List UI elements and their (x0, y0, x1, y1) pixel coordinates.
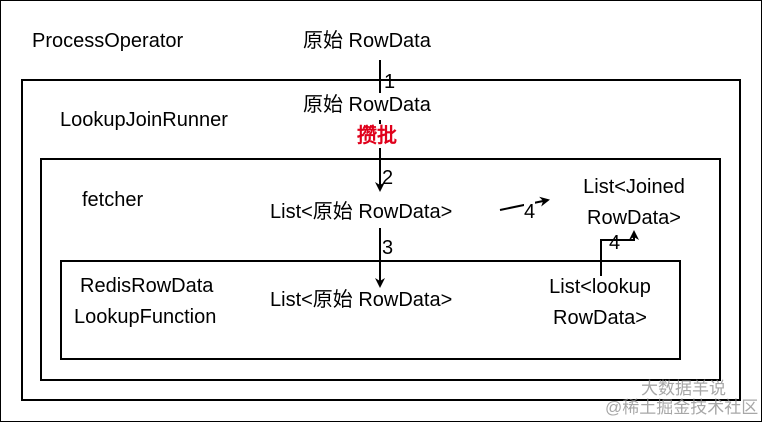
watermark-line1: 大数据羊说 (641, 379, 726, 398)
lookup-function-label-line2: LookupFunction (74, 306, 217, 328)
joined-list-label-line2: RowData> (587, 207, 681, 229)
step-4-function-label: 4 (609, 232, 621, 254)
step-4-fetcher-label: 4 (524, 200, 536, 224)
fetcher-list-label: List<原始 RowData> (270, 200, 453, 224)
top-input-label: 原始 RowData (303, 29, 431, 53)
lookup-list-label-line2: RowData> (553, 307, 647, 329)
step-2-label: 2 (382, 167, 394, 189)
joined-list-label-line1: List<Joined (583, 176, 685, 198)
lookup-function-box (60, 260, 681, 360)
process-operator-label: ProcessOperator (32, 30, 184, 52)
batch-label: 攒批 (357, 124, 397, 148)
watermark-line2: @稀土掘金技术社区 (605, 398, 759, 417)
fetcher-label: fetcher (82, 189, 144, 211)
step-1-label: 1 (384, 71, 396, 93)
lookup-list-label-line1: List<lookup (549, 276, 651, 298)
step-3-label: 3 (382, 237, 394, 259)
arrow-step-4-function (600, 230, 639, 276)
lookup-join-runner-label: LookupJoinRunner (60, 109, 228, 131)
runner-input-label: 原始 RowData (303, 93, 431, 117)
lookup-function-label-line1: RedisRowData (80, 275, 214, 297)
function-list-label: List<原始 RowData> (270, 288, 453, 312)
